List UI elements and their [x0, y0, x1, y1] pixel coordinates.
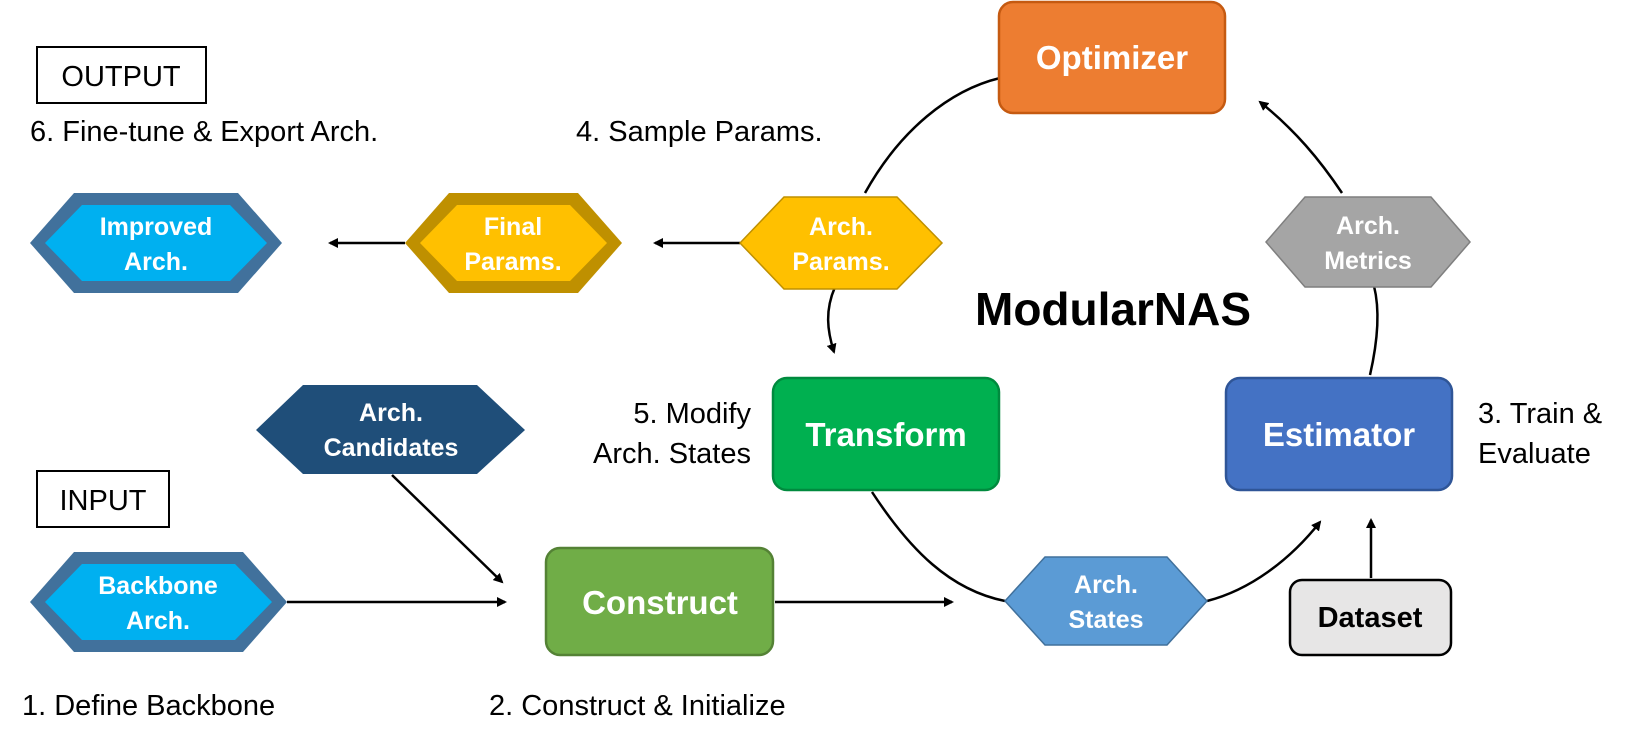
arch-states-line2: States [1068, 606, 1143, 634]
dataset-label: Dataset [1318, 602, 1423, 634]
arch-candidates-line1: Arch. [359, 399, 423, 427]
output-tag: OUTPUT [36, 46, 207, 104]
improved-arch-line2: Arch. [124, 248, 188, 276]
step1-label: 1. Define Backbone [22, 690, 275, 722]
dataset-box: Dataset [1288, 578, 1453, 657]
optimizer-label: Optimizer [1036, 39, 1188, 76]
input-tag-label: INPUT [60, 485, 147, 517]
construct-label: Construct [582, 584, 738, 621]
arch-metrics-line1: Arch. [1336, 212, 1400, 240]
input-tag: INPUT [36, 470, 170, 528]
estimator-label: Estimator [1263, 416, 1415, 453]
arch-states-line1: Arch. [1074, 571, 1138, 599]
step3-label-line1: 3. Train & [1478, 398, 1602, 430]
transform-box: Transform [771, 376, 1001, 492]
arch-params-line2: Params. [792, 248, 889, 276]
final-params-line2: Params. [464, 248, 561, 276]
step2-label: 2. Construct & Initialize [489, 690, 786, 722]
arc-params-to-optimizer [863, 76, 1001, 194]
improved-arch-hex: Improved Arch. [30, 193, 282, 293]
optimizer-box: Optimizer [997, 0, 1227, 115]
arch-params-hex: Arch. Params. [738, 196, 944, 290]
arc-metrics-to-optimizer [1258, 100, 1344, 194]
arch-candidates-line2: Candidates [324, 434, 459, 462]
arc-transform-to-states [870, 491, 1006, 603]
arc-estimator-to-metrics [1368, 285, 1379, 376]
output-tag-label: OUTPUT [61, 61, 181, 93]
arc-states-to-estimator [1206, 520, 1322, 603]
step3-label-line2: Evaluate [1478, 438, 1591, 470]
construct-box: Construct [544, 546, 775, 657]
diagram-title: ModularNAS [975, 283, 1251, 335]
final-params-hex: Final Params. [405, 193, 622, 293]
backbone-arch-line1: Backbone [98, 572, 218, 600]
backbone-arch-hex: Backbone Arch. [30, 552, 287, 652]
step5-label-line1: 5. Modify [633, 398, 751, 430]
transform-label: Transform [805, 416, 966, 453]
arch-metrics-hex: Arch. Metrics [1265, 196, 1471, 288]
step4-label: 4. Sample Params. [576, 116, 823, 148]
arch-states-hex: Arch. States [1003, 556, 1209, 646]
improved-arch-line1: Improved [100, 213, 213, 241]
backbone-arch-line2: Arch. [126, 607, 190, 635]
step6-label: 6. Fine-tune & Export Arch. [30, 116, 378, 148]
final-params-line1: Final [484, 213, 542, 241]
arc-params-to-transform [826, 286, 837, 354]
estimator-box: Estimator [1224, 376, 1454, 492]
step5-label-line2: Arch. States [593, 438, 751, 470]
arch-candidates-hex: Arch. Candidates [256, 385, 525, 474]
arch-metrics-line2: Metrics [1324, 247, 1412, 275]
arch-params-line1: Arch. [809, 213, 873, 241]
arrow-candidates-to-construct [391, 474, 504, 584]
